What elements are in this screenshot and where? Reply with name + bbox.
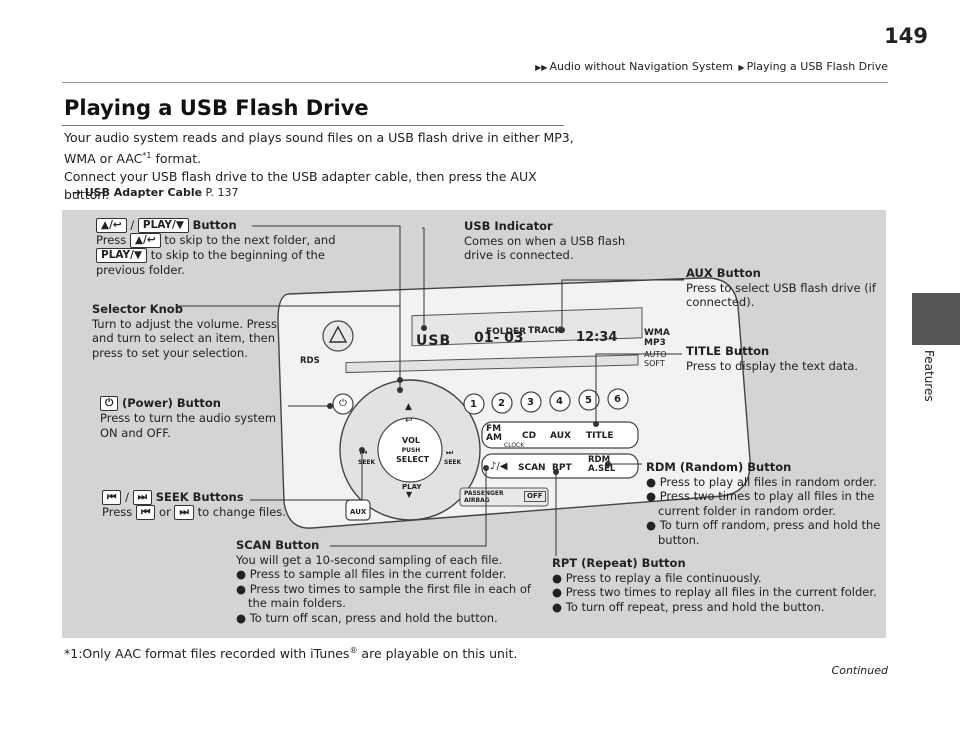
aux-button[interactable]: AUX (550, 431, 571, 441)
seek-buttons-callout: ⏮ / ⏭ SEEK Buttons Press ⏮ or ⏭ to chang… (102, 490, 286, 520)
folder-button-callout: ▲/↩ / PLAY/▼ Button Press ▲/↩ to skip to… (96, 218, 336, 277)
play-button[interactable]: PLAY (402, 483, 422, 491)
folder-up-icon[interactable]: ▲ (405, 402, 412, 412)
preset-4-button[interactable]: 4 (556, 396, 563, 407)
list-item: ● Press to replay a file continuously. (552, 570, 762, 585)
audio-unit-illustration (178, 225, 751, 556)
section-label: Features (922, 350, 936, 402)
power-button-callout: ⏻ (Power) Button Press to turn the audio… (100, 396, 277, 440)
scan-button-callout: SCAN Button You will get a 10-second sam… (236, 538, 546, 625)
preset-1-button[interactable]: 1 (470, 399, 477, 410)
power-key-icon: ⏻ (100, 396, 119, 411)
continued-label: Continued (831, 664, 888, 677)
music-search-icon[interactable]: ♪/◀ (490, 461, 508, 472)
display-track-readout: 01- 03 (474, 330, 524, 346)
list-item: ● To turn off random, press and hold the… (646, 518, 881, 547)
display-clock-readout: 12:34 (576, 330, 618, 345)
folder-up-key-icon: ▲/↩ (129, 233, 161, 248)
seek-back-key-icon: ⏮ (135, 505, 156, 520)
display-track-label: TRACK (528, 326, 562, 336)
cd-button[interactable]: CD (522, 431, 537, 441)
seek-forward-label: SEEK (444, 459, 462, 466)
header-rule (62, 82, 888, 83)
return-icon: ↩ (405, 416, 413, 426)
preset-6-button[interactable]: 6 (614, 394, 621, 405)
breadcrumb-item[interactable]: Playing a USB Flash Drive (746, 60, 888, 73)
list-item: ● To turn off repeat, press and hold the… (552, 599, 825, 614)
aux-jack[interactable]: AUX (350, 508, 367, 516)
list-item: ● Press two times to replay all files in… (552, 585, 877, 599)
seek-forward-key-icon: ⏭ (174, 505, 194, 520)
seek-back-key-icon: ⏮ (102, 490, 122, 505)
play-down-key-icon: PLAY/▼ (137, 218, 189, 233)
display-usb-indicator: USB (416, 333, 452, 349)
section-tab (912, 293, 960, 345)
title-button[interactable]: TITLE (586, 431, 614, 441)
seek-forward-icon[interactable]: ⏭ (446, 448, 454, 457)
usb-indicator-callout: USB Indicator Comes on when a USB flash … (464, 219, 626, 262)
selector-knob-callout: Selector Knob Turn to adjust the volume.… (92, 302, 277, 360)
page-number: 149 (884, 24, 928, 48)
seek-back-icon[interactable]: ⏮ (360, 448, 368, 457)
breadcrumb: ▶▶Audio without Navigation System ▶Playi… (533, 60, 888, 73)
list-item: ● Press to sample all files in the curre… (236, 567, 507, 581)
page-title: Playing a USB Flash Drive (64, 96, 369, 120)
seek-forward-key-icon: ⏭ (132, 490, 153, 505)
folder-up-key-icon: ▲/↩ (96, 218, 127, 233)
rpt-button[interactable]: RPT (552, 463, 572, 473)
play-down-key-icon: PLAY/▼ (96, 248, 148, 263)
breadcrumb-arrow-icon: ▶ (738, 63, 745, 72)
title-button-callout: TITLE Button Press to display the text d… (686, 344, 859, 373)
power-icon[interactable]: ⏻ (339, 398, 347, 409)
list-item: ● Press to play all files in random orde… (646, 474, 877, 489)
rpt-button-callout: RPT (Repeat) Button ● Press to replay a … (552, 556, 882, 614)
footnote: *1:Only AAC format files recorded with i… (64, 646, 518, 662)
footnote-ref: *1 (142, 151, 152, 160)
breadcrumb-arrow-icon: ▶▶ (535, 63, 548, 72)
preset-2-button[interactable]: 2 (498, 398, 505, 409)
aux-button-callout: AUX Button Press to select USB flash dri… (686, 266, 876, 309)
title-rule (62, 125, 564, 126)
breadcrumb-item[interactable]: Audio without Navigation System (549, 60, 733, 73)
clock-label: CLOCK (504, 442, 525, 449)
xref-arrow-icon: ➜ (72, 186, 82, 199)
folder-down-icon: ▼ (406, 490, 413, 499)
intro-text: Your audio system reads and plays sound … (64, 130, 574, 203)
cross-reference[interactable]: ➜ USB Adapter Cable P. 137 (72, 186, 239, 199)
rds-logo: RDS (300, 356, 320, 366)
preset-3-button[interactable]: 3 (527, 397, 534, 408)
preset-5-button[interactable]: 5 (585, 395, 592, 406)
list-item: ● Press two times to sample the first fi… (236, 581, 531, 611)
display-folder-label: FOLDER (486, 327, 527, 337)
list-item: ● Press two times to play all files in t… (646, 489, 875, 518)
scan-button[interactable]: SCAN (518, 463, 546, 473)
seek-back-label: SEEK (358, 459, 376, 466)
airbag-off-indicator: OFF (524, 491, 546, 502)
rdm-button-callout: RDM (Random) Button ● Press to play all … (646, 460, 881, 547)
list-item: ● To turn off scan, press and hold the b… (236, 610, 498, 625)
